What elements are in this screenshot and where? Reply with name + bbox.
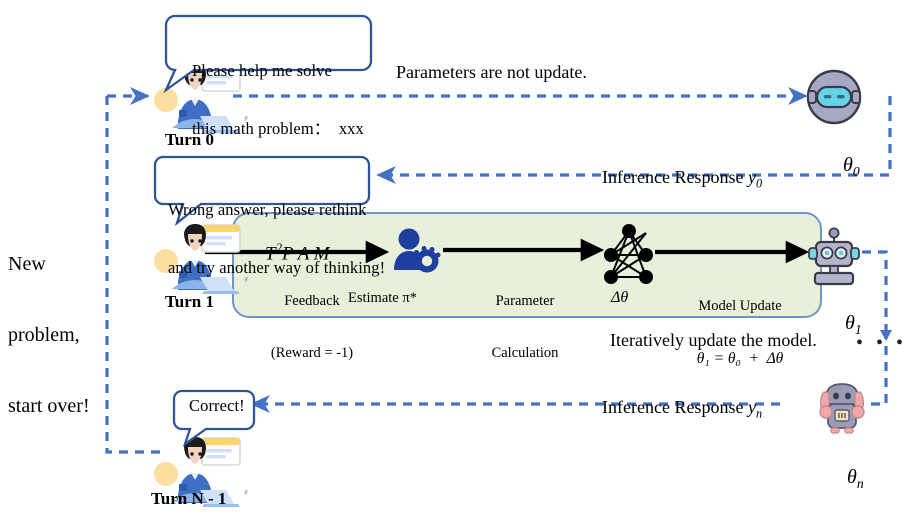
full-robot-icon bbox=[819, 383, 865, 434]
feedback-line2: (Reward = -1) bbox=[270, 344, 354, 361]
theta-n-label: θn bbox=[847, 465, 864, 491]
turn-1-label: Turn 1 bbox=[165, 292, 214, 311]
speech-bubble-outlines bbox=[153, 14, 373, 447]
new-problem-line2: problem, bbox=[8, 323, 80, 346]
neural-network-icon bbox=[604, 224, 653, 284]
person-laptop-icon-turn1: ᵍ bbox=[154, 224, 248, 294]
bubble-turn0-text: Please help me solve this math problem： … bbox=[192, 22, 364, 178]
theta-1-label: θ1 bbox=[845, 311, 862, 337]
model-update-line1: Model Update bbox=[698, 298, 782, 315]
edge-theta1-down bbox=[862, 250, 888, 330]
theta-0-label: θ0 bbox=[843, 153, 860, 179]
model-update-line2: θ₁ = θ₀ + Δθ bbox=[696, 349, 784, 367]
label-feedback: Feedback (Reward = -1) bbox=[232, 259, 392, 396]
bubble-correct-shape bbox=[172, 389, 256, 447]
feedback-line1: Feedback bbox=[284, 293, 340, 310]
bubble-turn1-shape bbox=[153, 155, 371, 227]
svg-text:ᵍ: ᵍ bbox=[244, 113, 248, 125]
bubble-turn1-text: Wrong answer, please rethink and try ano… bbox=[168, 161, 385, 317]
label-delta-theta: Δθ bbox=[611, 289, 629, 306]
label-model-update: Model Update θ₁ = θ₀ + Δθ bbox=[660, 264, 820, 402]
turn-n-1-label: Turn N - 1 bbox=[151, 489, 227, 508]
person-laptop-icon-turnN: ᵍ bbox=[154, 437, 248, 507]
label-parameter-calculation: Parameter Calculation bbox=[455, 259, 595, 396]
t2pam-title: T2P A M bbox=[265, 240, 330, 265]
svg-text:ᵍ: ᵍ bbox=[244, 487, 248, 499]
bubble-turn1-line2: and try another way of thinking! bbox=[168, 258, 386, 278]
label-estimate-pi: Estimate π* bbox=[348, 290, 417, 306]
label-parameters-not-update: Parameters are not update. bbox=[396, 62, 587, 82]
bubble-turn0-line1: Please help me solve bbox=[192, 60, 332, 80]
turn-0-label: Turn 0 bbox=[165, 130, 214, 149]
edge-left-spine bbox=[105, 96, 163, 454]
edge-theta0-to-turn1 bbox=[376, 96, 892, 184]
person-gear-icon bbox=[394, 228, 441, 273]
svg-text:ᵍ: ᵍ bbox=[244, 274, 248, 286]
iteration-ellipsis: • • • bbox=[856, 332, 905, 354]
new-problem-line3: start over! bbox=[8, 394, 90, 417]
bubble-correct-text: Correct! bbox=[189, 396, 245, 415]
new-problem-line1: New bbox=[8, 253, 46, 276]
label-inference-response-n: Inference Response yn bbox=[602, 397, 763, 421]
param-calc-line2: Calculation bbox=[491, 344, 559, 361]
box-robot-icon bbox=[808, 227, 860, 286]
bubble-turn0-line2: this math problem： xxx bbox=[192, 119, 364, 139]
round-robot-icon bbox=[806, 69, 862, 125]
bubble-turn0-shape bbox=[163, 14, 373, 94]
new-problem-note: New problem, start over! bbox=[8, 206, 90, 466]
iteration-arrowhead bbox=[880, 330, 892, 341]
bubble-turn1-line1: Wrong answer, please rethink bbox=[168, 199, 367, 219]
label-inference-response-0: Inference Response y0 bbox=[602, 167, 763, 191]
label-iteratively-update: Iteratively update the model. bbox=[610, 330, 817, 350]
param-calc-line1: Parameter bbox=[495, 293, 555, 310]
